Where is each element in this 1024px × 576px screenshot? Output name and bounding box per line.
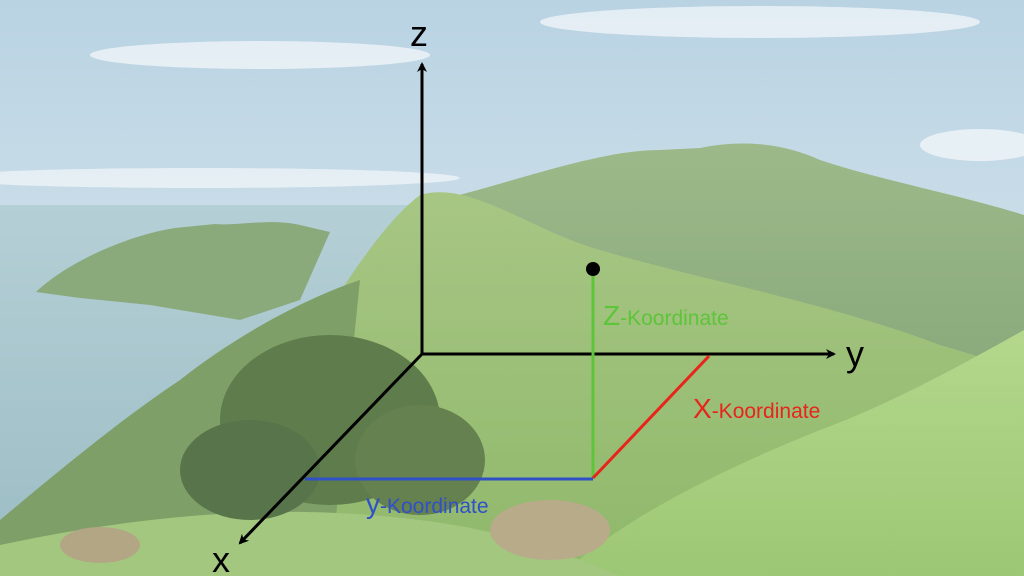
cloud [0, 168, 460, 188]
bush [60, 527, 140, 563]
headland [36, 222, 330, 320]
x-coordinate-initial: X [693, 393, 712, 424]
y-coordinate-initial: y [366, 488, 380, 519]
z-coordinate-initial: Z [603, 300, 620, 331]
cloud [90, 41, 430, 69]
x-coordinate-suffix: -Koordinate [712, 400, 821, 423]
foreground-slope [0, 511, 620, 576]
cloud [920, 129, 1024, 161]
z-axis-label: z [410, 13, 428, 54]
near-hill [560, 330, 1024, 576]
y-axis-label: y [846, 333, 864, 374]
z-coordinate-suffix: -Koordinate [620, 307, 729, 330]
bush [490, 500, 610, 560]
z-coordinate-label: Z-Koordinate [603, 300, 729, 331]
x-axis-label: x [212, 539, 230, 576]
axes [238, 62, 836, 545]
x-coordinate-line [591, 354, 711, 480]
y-coordinate-label: y-Koordinate [366, 488, 489, 519]
point-marker [586, 262, 600, 276]
x-axis [238, 352, 424, 545]
y-coordinate-suffix: -Koordinate [380, 495, 489, 518]
cloud [540, 6, 980, 38]
x-coordinate-label: X-Koordinate [693, 393, 820, 424]
tree [180, 335, 485, 520]
